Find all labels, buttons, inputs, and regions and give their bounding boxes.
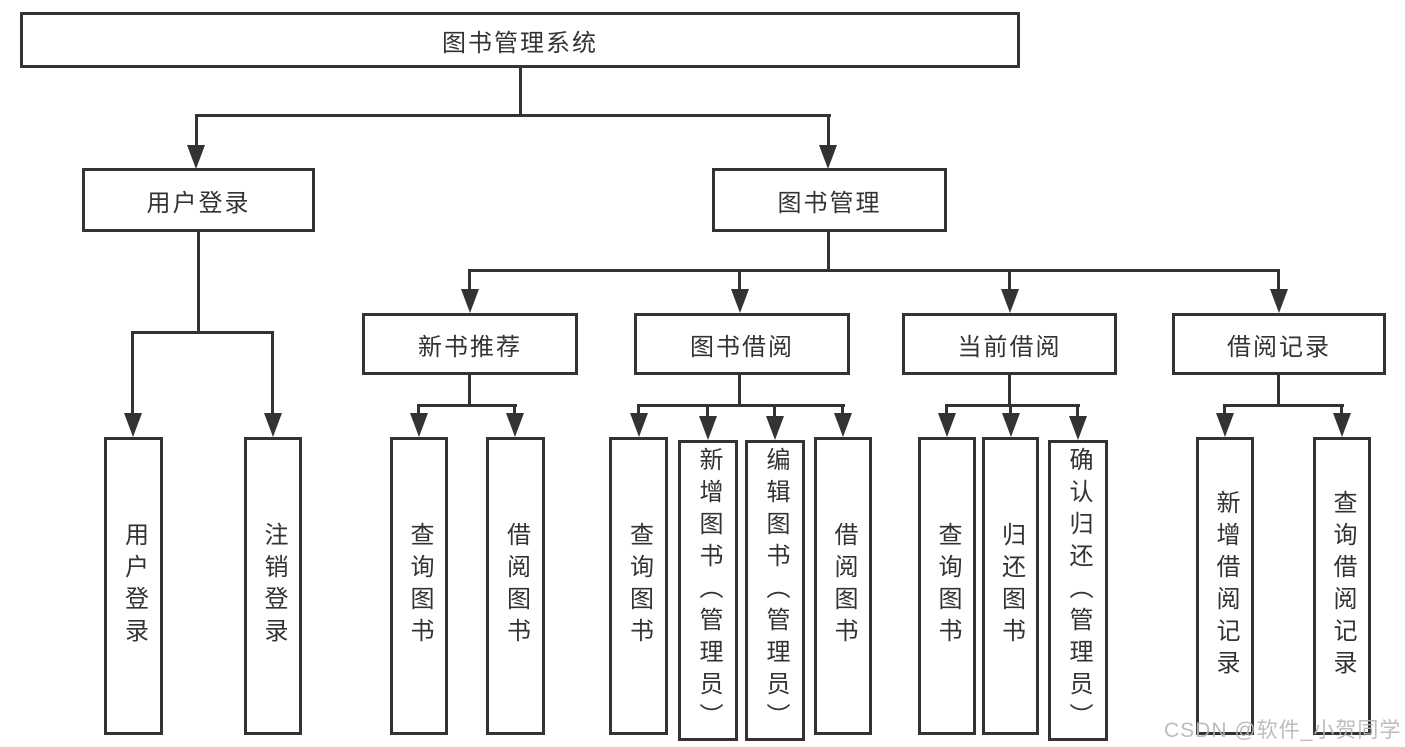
connector-arrow xyxy=(819,145,837,169)
connector-line xyxy=(637,404,640,414)
leaf-edit-book-admin: 编辑图书（管理员） xyxy=(745,440,805,741)
connector-line xyxy=(468,375,471,407)
connector-line xyxy=(945,404,948,414)
leaf-query-books-current: 查询图书 xyxy=(918,437,976,735)
csdn-watermark: CSDN @软件_小贺同学 xyxy=(1164,719,1402,742)
connector-line xyxy=(738,269,741,290)
connector-line xyxy=(1009,404,1012,414)
connector-arrow xyxy=(630,413,648,437)
node-new-book-recommend: 新书推荐 xyxy=(362,313,578,375)
leaf-logout: 注销登录 xyxy=(244,437,302,735)
connector-arrow xyxy=(506,413,524,437)
connector-line xyxy=(841,404,844,414)
connector-line xyxy=(468,269,471,290)
connector-arrow xyxy=(124,413,142,437)
connector-arrow xyxy=(1069,416,1087,440)
connector-line xyxy=(706,404,709,417)
connector-line xyxy=(1277,375,1280,407)
connector-line xyxy=(827,232,830,272)
connector-line xyxy=(1223,404,1344,407)
connector-line xyxy=(1277,269,1280,290)
connector-line xyxy=(637,404,845,407)
leaf-borrow-books-recommend: 借阅图书 xyxy=(486,437,545,735)
connector-line xyxy=(195,114,198,147)
leaf-query-books-borrow: 查询图书 xyxy=(609,437,668,735)
leaf-query-borrow-record: 查询借阅记录 xyxy=(1313,437,1371,735)
connector-arrow xyxy=(410,413,428,437)
connector-line xyxy=(271,331,274,414)
leaf-add-borrow-record: 新增借阅记录 xyxy=(1196,437,1254,735)
node-book-management-system: 图书管理系统 xyxy=(20,12,1020,68)
connector-line xyxy=(1076,404,1079,417)
connector-line xyxy=(197,232,200,334)
connector-arrow xyxy=(187,145,205,169)
connector-arrow xyxy=(834,413,852,437)
connector-line xyxy=(1008,375,1011,407)
connector-arrow xyxy=(938,413,956,437)
connector-line xyxy=(513,404,516,414)
connector-line xyxy=(131,331,274,334)
connector-line xyxy=(738,375,741,407)
node-book-management: 图书管理 xyxy=(712,168,947,232)
connector-arrow xyxy=(699,416,717,440)
connector-arrow xyxy=(1333,413,1351,437)
connector-arrow xyxy=(1270,289,1288,313)
connector-line xyxy=(196,114,831,117)
connector-arrow xyxy=(264,413,282,437)
leaf-query-books-recommend: 查询图书 xyxy=(390,437,448,735)
connector-line xyxy=(417,404,420,414)
connector-line xyxy=(1223,404,1226,414)
connector-line xyxy=(1008,269,1011,290)
connector-line xyxy=(417,404,517,407)
connector-arrow xyxy=(766,416,784,440)
connector-line xyxy=(945,404,1080,407)
connector-arrow xyxy=(461,289,479,313)
connector-line xyxy=(468,269,1280,272)
node-book-borrow: 图书借阅 xyxy=(634,313,850,375)
connector-line xyxy=(827,114,830,147)
connector-arrow xyxy=(731,289,749,313)
connector-arrow xyxy=(1216,413,1234,437)
leaf-borrow-books-borrow: 借阅图书 xyxy=(814,437,872,735)
connector-arrow xyxy=(1001,289,1019,313)
node-current-borrow: 当前借阅 xyxy=(902,313,1117,375)
node-user-login: 用户登录 xyxy=(82,168,315,232)
connector-line xyxy=(131,331,134,414)
leaf-return-books: 归还图书 xyxy=(982,437,1039,735)
connector-arrow xyxy=(1002,413,1020,437)
leaf-confirm-return-admin: 确认归还（管理员） xyxy=(1048,440,1108,741)
connector-line xyxy=(1340,404,1343,414)
leaf-user-login: 用户登录 xyxy=(104,437,163,735)
node-borrow-records: 借阅记录 xyxy=(1172,313,1386,375)
connector-line xyxy=(773,404,776,417)
connector-line xyxy=(519,68,522,115)
leaf-add-book-admin: 新增图书（管理员） xyxy=(678,440,738,741)
